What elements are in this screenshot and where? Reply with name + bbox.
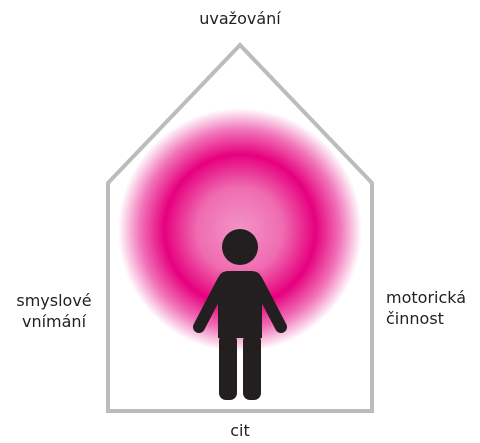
label-right-line-1: motorická (386, 288, 467, 307)
person-head (222, 229, 258, 265)
label-sensory-perception: smyslové vnímání (6, 290, 102, 332)
house-outline (106, 42, 374, 413)
label-left-line-2: vnímání (21, 312, 87, 331)
label-right-line-2: činnost (386, 309, 444, 328)
label-left-line-1: smyslové (16, 291, 92, 310)
person-right-arm (251, 275, 287, 333)
person-torso (218, 271, 262, 338)
person-icon (193, 229, 287, 400)
label-feeling: cit (230, 421, 250, 440)
person-left-arm (193, 275, 229, 333)
label-reasoning: uvažování (199, 9, 281, 28)
person-left-leg (219, 334, 237, 400)
label-motor-activity: motorická činnost (386, 287, 466, 329)
person-right-leg (243, 334, 261, 400)
